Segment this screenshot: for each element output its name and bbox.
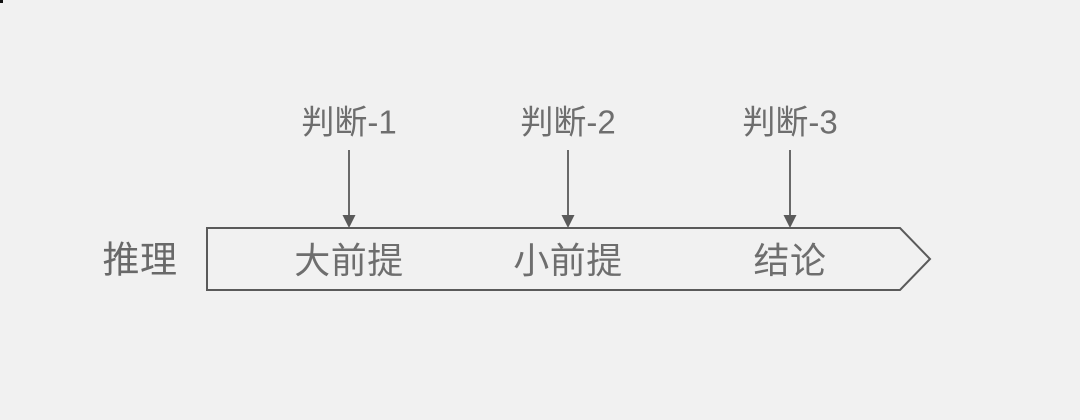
callout-label-judgment-2: 判断-2 <box>520 103 616 141</box>
callout-label-judgment-3: 判断-3 <box>742 103 838 141</box>
process-arrow-shape <box>206 227 932 291</box>
callout-arrow-head-3 <box>783 215 797 228</box>
corner-artifact <box>0 0 3 3</box>
segment-label-minor-premise: 小前提 <box>513 240 623 281</box>
row-label-reasoning: 推理 <box>102 239 178 281</box>
callout-arrow-head-2 <box>561 215 575 228</box>
callout-label-judgment-1: 判断-1 <box>301 103 397 141</box>
segment-label-conclusion: 结论 <box>753 240 827 281</box>
callout-arrow-head-1 <box>342 215 356 228</box>
segment-label-major-premise: 大前提 <box>294 240 404 281</box>
